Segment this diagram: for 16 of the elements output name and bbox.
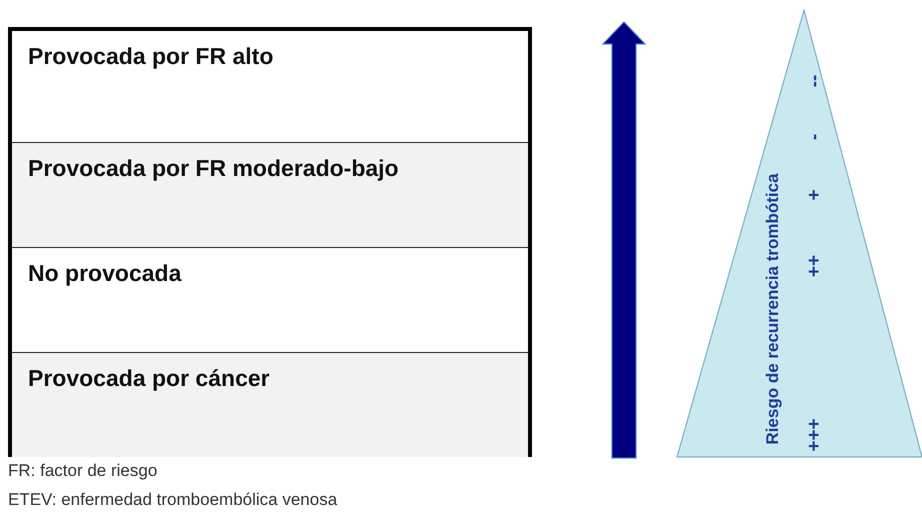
table-row <box>12 142 528 247</box>
risk-level-label: - <box>804 134 826 140</box>
risk-level-label: ++ <box>804 254 826 278</box>
footnote: ETEV: enfermedad tromboembólica venosa <box>8 490 338 510</box>
row-label: No provocada <box>28 260 182 287</box>
table-frame <box>8 27 532 457</box>
row-label: Provocada por FR moderado-bajo <box>28 155 399 182</box>
footnote: FR: factor de riesgo <box>8 461 158 481</box>
table-row <box>12 352 528 457</box>
axis-label: Riesgo de recurrencia trombótica <box>763 173 783 445</box>
risk-level-label: + <box>804 189 826 201</box>
risk-level-label: +++ <box>804 418 826 452</box>
row-label: Provocada por FR alto <box>28 43 274 70</box>
risk-level-label: -- <box>804 74 826 88</box>
row-label: Provocada por cáncer <box>28 365 270 392</box>
risk-triangle <box>676 9 922 458</box>
